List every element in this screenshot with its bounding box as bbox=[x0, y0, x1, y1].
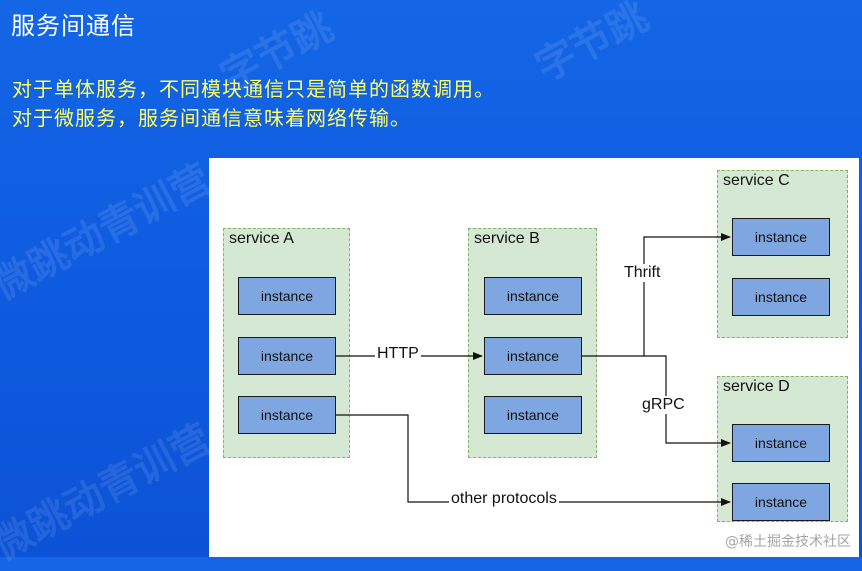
grpc-label: gRPC bbox=[640, 396, 687, 414]
service-c-instance-1: instance bbox=[732, 218, 830, 256]
service-c-label: service C bbox=[723, 172, 790, 189]
service-a-instance-2: instance bbox=[238, 337, 336, 375]
service-b-instance-2: instance bbox=[484, 337, 582, 375]
service-b-instance-3: instance bbox=[484, 396, 582, 434]
service-b-label: service B bbox=[474, 230, 540, 247]
service-c-instance-2: instance bbox=[732, 278, 830, 316]
http-label: HTTP bbox=[375, 345, 421, 363]
service-d-instance-2: instance bbox=[732, 483, 830, 521]
service-d-label: service D bbox=[723, 378, 790, 395]
other-protocols-label: other protocols bbox=[449, 490, 559, 508]
body-text-line-2: 对于微服务，服务间通信意味着网络传输。 bbox=[12, 106, 411, 130]
watermark: 微跳动青训营 bbox=[0, 155, 219, 310]
body-text-line-1: 对于单体服务，不同模块通信只是简单的函数调用。 bbox=[12, 77, 495, 101]
service-a-label: service A bbox=[229, 230, 294, 247]
watermark: 字节跳 bbox=[528, 0, 656, 92]
service-a-instance-3: instance bbox=[238, 396, 336, 434]
site-watermark: @稀土掘金技术社区 bbox=[725, 534, 851, 550]
other-protocols-edge bbox=[336, 414, 731, 506]
service-d-instance-1: instance bbox=[732, 424, 830, 462]
thrift-edge bbox=[582, 233, 731, 357]
service-a-instance-1: instance bbox=[238, 277, 336, 315]
thrift-label: Thrift bbox=[622, 264, 663, 282]
service-b-instance-1: instance bbox=[484, 277, 582, 315]
page-title: 服务间通信 bbox=[11, 12, 136, 40]
architecture-diagram: service A instance instance instance ser… bbox=[209, 158, 859, 557]
watermark: 微跳动青训营 bbox=[0, 415, 219, 570]
